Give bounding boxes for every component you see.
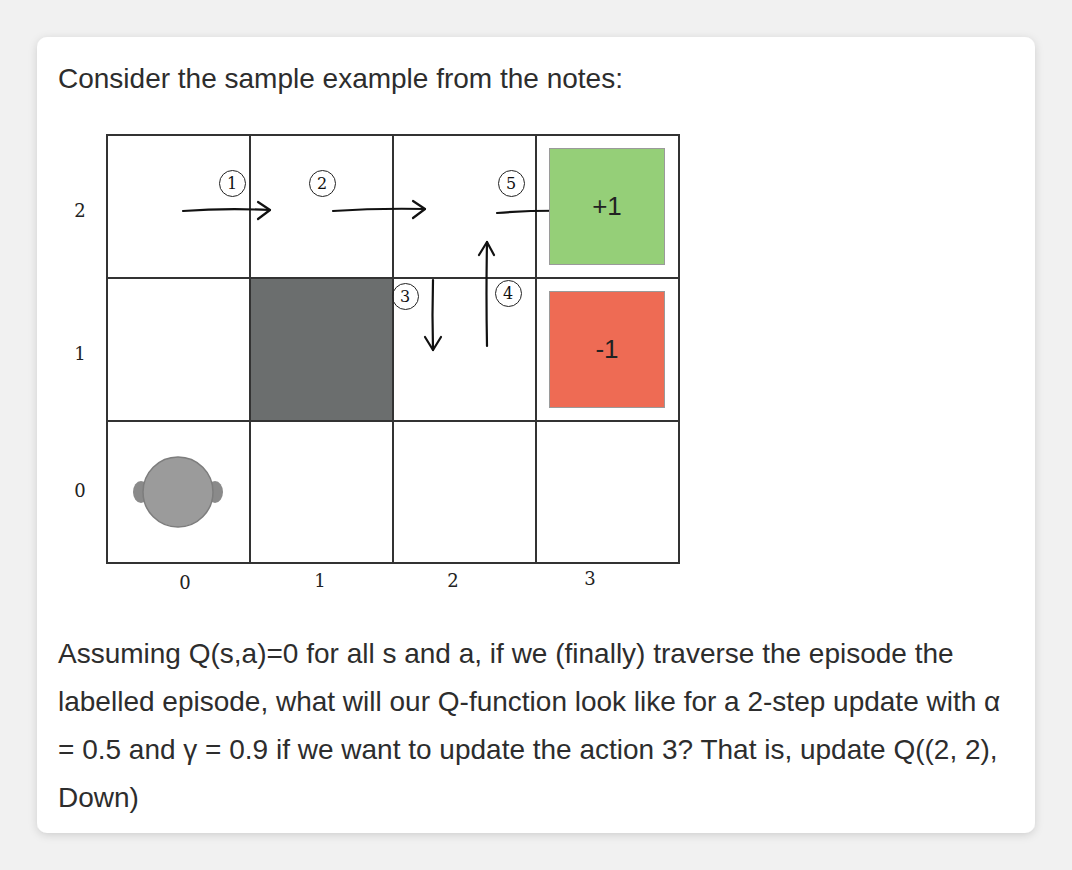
column-axis-label: 0	[179, 572, 190, 593]
question-card: Consider the sample example from the not…	[37, 37, 1035, 833]
row-axis-label: 2	[74, 200, 85, 221]
column-axis-label: 3	[584, 568, 595, 589]
column-axis-label: 1	[314, 570, 325, 591]
callout-number: 5	[506, 174, 516, 193]
reward-value: -1	[595, 334, 618, 365]
callout-circle: 2	[309, 170, 336, 197]
callout-circle: 5	[498, 170, 525, 197]
reward-value: +1	[592, 191, 622, 222]
callout-circle: 4	[495, 280, 522, 307]
column-axis-label: 2	[447, 570, 458, 591]
row-axis-label: 1	[74, 343, 85, 364]
callout-circle: 3	[392, 283, 419, 310]
callout-number: 2	[317, 174, 327, 193]
row-axis-label: 0	[74, 480, 85, 501]
callout-circle: 1	[219, 170, 246, 197]
callout-number: 3	[400, 287, 410, 306]
intro-text: Consider the sample example from the not…	[58, 59, 1008, 99]
reward-cell: -1	[549, 291, 665, 408]
callout-number: 4	[503, 284, 513, 303]
reward-cell: +1	[549, 148, 665, 265]
callout-number: 1	[227, 174, 237, 193]
question-text: Assuming Q(s,a)=0 for all s and a, if we…	[58, 630, 1008, 822]
